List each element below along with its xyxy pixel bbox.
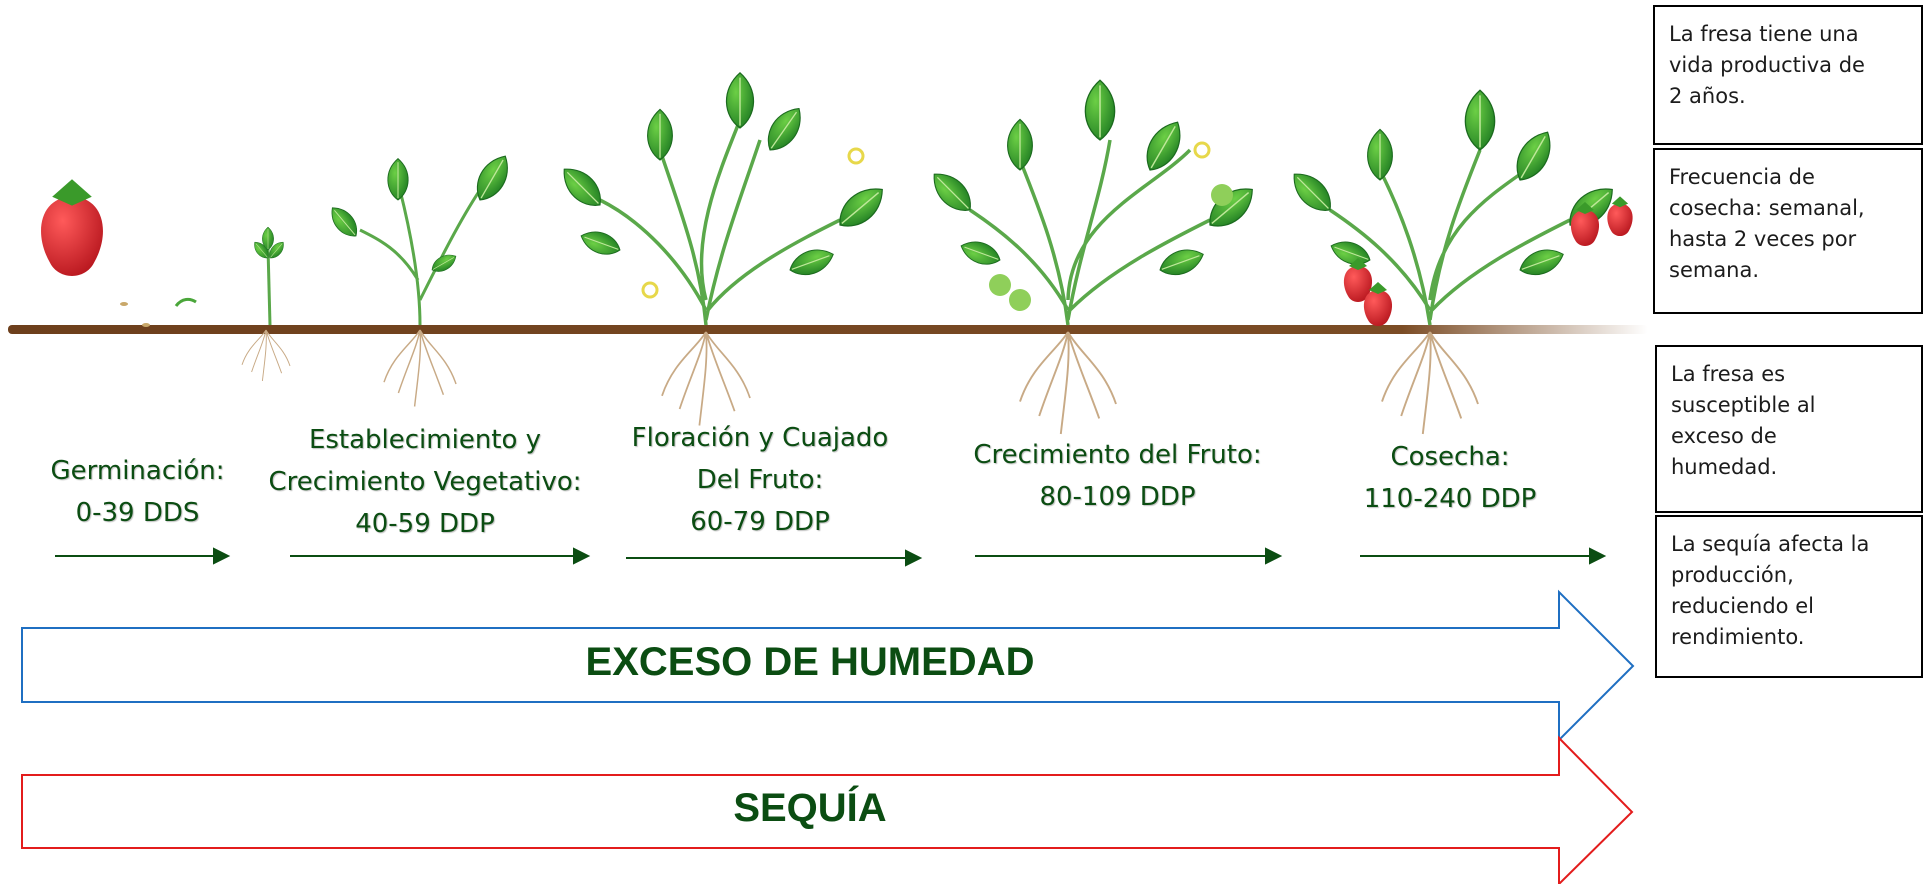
fruiting-plant	[924, 79, 1262, 435]
soil-line	[8, 325, 1648, 334]
exceso-humedad-arrow	[21, 589, 1635, 743]
note-susceptible-humedad: La fresa es susceptible al exceso de hum…	[1655, 345, 1923, 513]
stage-floracion-label: Floración y Cuajado Del Fruto: 60-79 DDP	[631, 423, 889, 537]
stage-arrows	[55, 547, 1607, 567]
note-frecuencia-cosecha: Frecuencia de cosecha: semanal, hasta 2 …	[1653, 148, 1923, 314]
flowering-plant	[554, 72, 892, 427]
harvest-plant	[1284, 89, 1633, 435]
exceso-humedad-label: EXCESO DE HUMEDAD	[585, 640, 1035, 684]
sequia-arrow	[21, 735, 1634, 884]
young-plant	[324, 149, 517, 408]
strawberry-fruit	[41, 179, 103, 276]
stage-cosecha-label: Cosecha: 110-240 DDP	[1363, 442, 1537, 514]
stage-establecimiento-label: Establecimiento y Crecimiento Vegetativo…	[268, 425, 582, 539]
stage-germinacion-label: Germinación: 0-39 DDS	[50, 456, 225, 528]
seedling	[241, 226, 291, 382]
seeds	[120, 297, 197, 327]
note-vida-productiva: La fresa tiene una vida productiva de 2 …	[1653, 5, 1923, 145]
sequia-label: SEQUÍA	[733, 786, 887, 830]
note-sequia-produccion: La sequía afecta la producción, reducien…	[1655, 515, 1923, 678]
stage-crecimiento-fruto-label: Crecimiento del Fruto: 80-109 DDP	[973, 440, 1262, 512]
